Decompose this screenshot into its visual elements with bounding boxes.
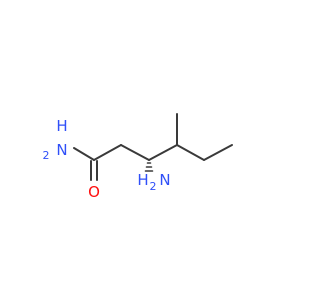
bond-c2-c3	[120, 144, 150, 161]
amine-n-symbol: N	[159, 171, 170, 189]
oxygen-symbol: O	[88, 183, 100, 201]
amide-h-symbol: H	[56, 117, 67, 135]
bond-c4-c5	[176, 144, 205, 161]
skeleton-bonds	[73, 113, 233, 161]
amine-h-subscript: 2	[150, 180, 157, 193]
amide-h-subscript: 2	[43, 149, 50, 162]
amide-nitrogen-label: H N 2	[43, 117, 68, 162]
amine-nitrogen-label: H 2 N	[137, 171, 170, 193]
carbonyl-oxygen-label: O	[88, 183, 100, 201]
amine-h-symbol: H	[137, 171, 148, 189]
amide-n-symbol: N	[56, 141, 67, 159]
bond-c3-c4	[148, 144, 178, 161]
bond-c1-amide-n	[73, 147, 95, 161]
molecule-structure: H N 2 O H 2 N	[43, 113, 233, 201]
bond-c5-c6	[203, 144, 233, 161]
bond-c1-c2	[93, 144, 122, 161]
carbonyl-double-bond	[90, 160, 98, 181]
stereo-hashed-wedge	[144, 162, 154, 172]
